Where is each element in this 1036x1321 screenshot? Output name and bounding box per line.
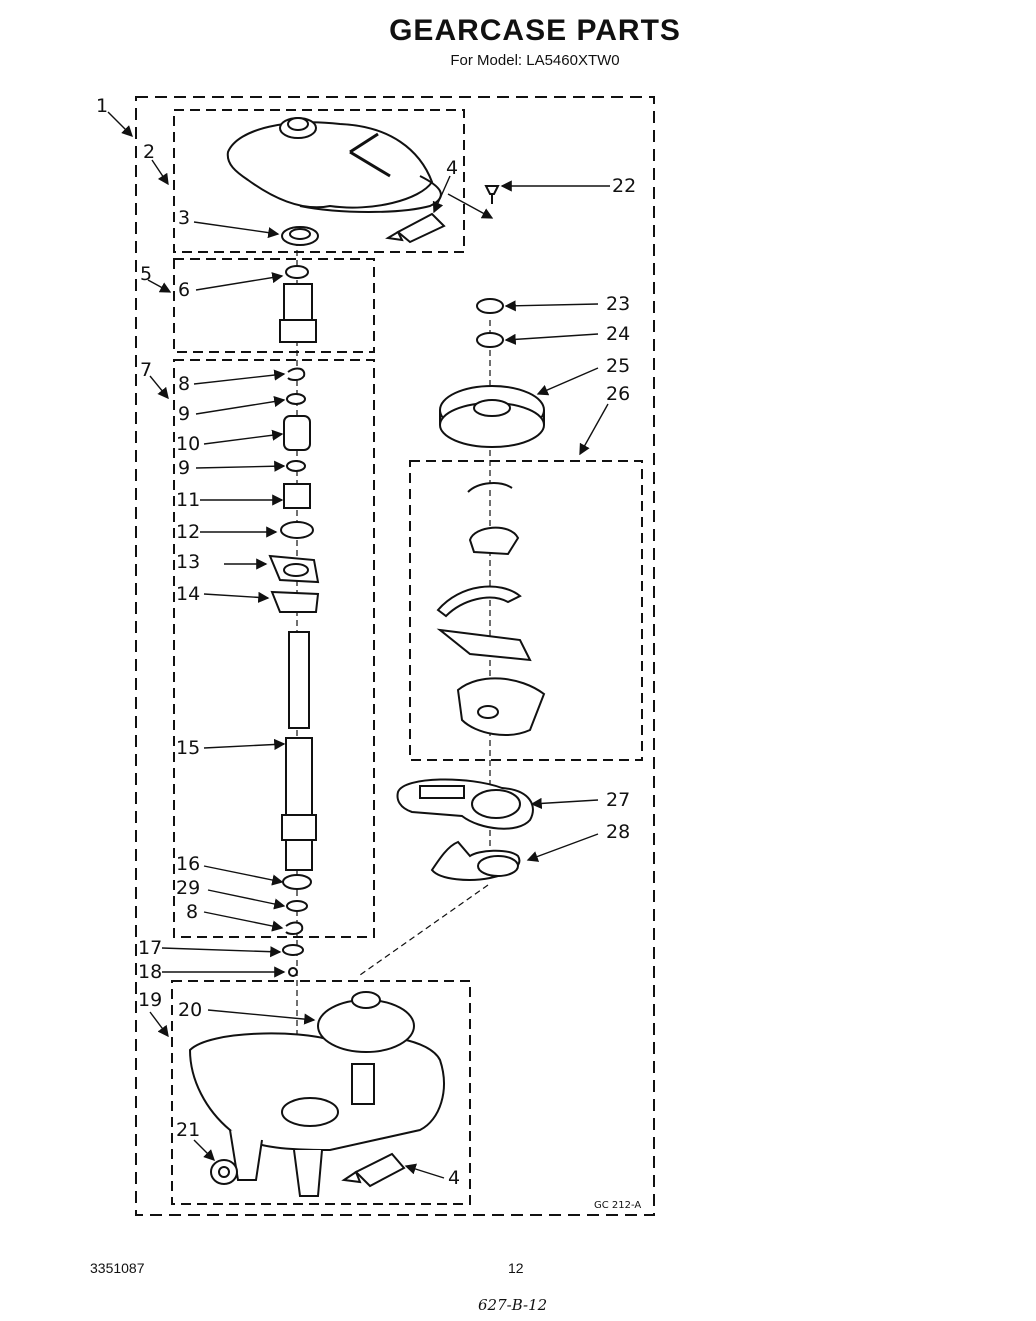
callout-26: 26 xyxy=(606,383,630,405)
agitator-shaft-part-15 xyxy=(281,631,317,871)
callout-4-top: 4 xyxy=(446,157,458,179)
callout-18: 18 xyxy=(138,961,162,983)
grease-tube-top xyxy=(385,212,446,244)
callout-3: 3 xyxy=(178,207,190,229)
callout-8-bottom: 8 xyxy=(186,901,198,923)
handwritten-note: 627-B-12 xyxy=(478,1296,548,1314)
callout-5: 5 xyxy=(140,263,152,285)
callout-19: 19 xyxy=(138,989,162,1011)
callout-28: 28 xyxy=(606,821,630,843)
callout-29: 29 xyxy=(176,877,200,899)
assembly-box-2 xyxy=(173,109,465,253)
page-number: 12 xyxy=(508,1260,524,1276)
gearcase-cover xyxy=(226,117,442,213)
part-26-contents xyxy=(436,482,546,736)
assembly-box-19 xyxy=(171,980,471,1205)
callout-14: 14 xyxy=(176,583,200,605)
callout-2: 2 xyxy=(143,141,155,163)
callout-9-bottom: 9 xyxy=(178,457,190,479)
callout-21: 21 xyxy=(176,1119,200,1141)
grease-tube-bottom xyxy=(341,1152,406,1188)
assembly-box-7 xyxy=(173,359,375,938)
screw-part-22 xyxy=(484,185,500,204)
gearcase-base xyxy=(188,991,445,1197)
page-title: GEARCASE PARTS xyxy=(389,14,681,47)
callout-12: 12 xyxy=(176,521,200,543)
callout-16: 16 xyxy=(176,853,200,875)
callout-9-top: 9 xyxy=(178,403,190,425)
callout-1: 1 xyxy=(96,95,108,117)
part-27-arm xyxy=(396,778,534,830)
assembly-box-1 xyxy=(135,96,655,1216)
callout-22: 22 xyxy=(612,175,636,197)
assembly-box-26 xyxy=(409,460,643,761)
seal-part-3 xyxy=(281,226,319,246)
part-28-shifter xyxy=(430,840,521,881)
right-washers xyxy=(476,298,504,348)
model-subtitle: For Model: LA5460XTW0 xyxy=(450,52,620,69)
callout-13: 13 xyxy=(176,551,200,573)
callout-6: 6 xyxy=(178,279,190,301)
callout-23: 23 xyxy=(606,293,630,315)
callout-17: 17 xyxy=(138,937,162,959)
callout-27: 27 xyxy=(606,789,630,811)
callout-20: 20 xyxy=(178,999,202,1021)
callout-24: 24 xyxy=(606,323,630,345)
callout-labels: 1 2 3 4 5 6 7 8 9 10 9 11 12 13 14 15 16… xyxy=(96,95,641,1211)
lower-shaft-parts xyxy=(282,874,312,977)
callout-11: 11 xyxy=(176,489,200,511)
gear-part-25 xyxy=(439,385,545,448)
leader-lines xyxy=(107,111,610,1179)
part-number: 3351087 xyxy=(90,1260,145,1276)
callout-7: 7 xyxy=(140,359,152,381)
callout-10: 10 xyxy=(176,433,200,455)
callout-25: 25 xyxy=(606,355,630,377)
shaft-stack-parts xyxy=(268,367,320,613)
callout-15: 15 xyxy=(176,737,200,759)
drawing-code: GC 212-A xyxy=(594,1200,641,1211)
assembly-box-5 xyxy=(173,258,375,353)
callout-8-top: 8 xyxy=(178,373,190,395)
callout-4-bottom: 4 xyxy=(448,1167,460,1189)
part-21-washer xyxy=(210,1159,238,1185)
part-6-coupling xyxy=(279,265,317,343)
